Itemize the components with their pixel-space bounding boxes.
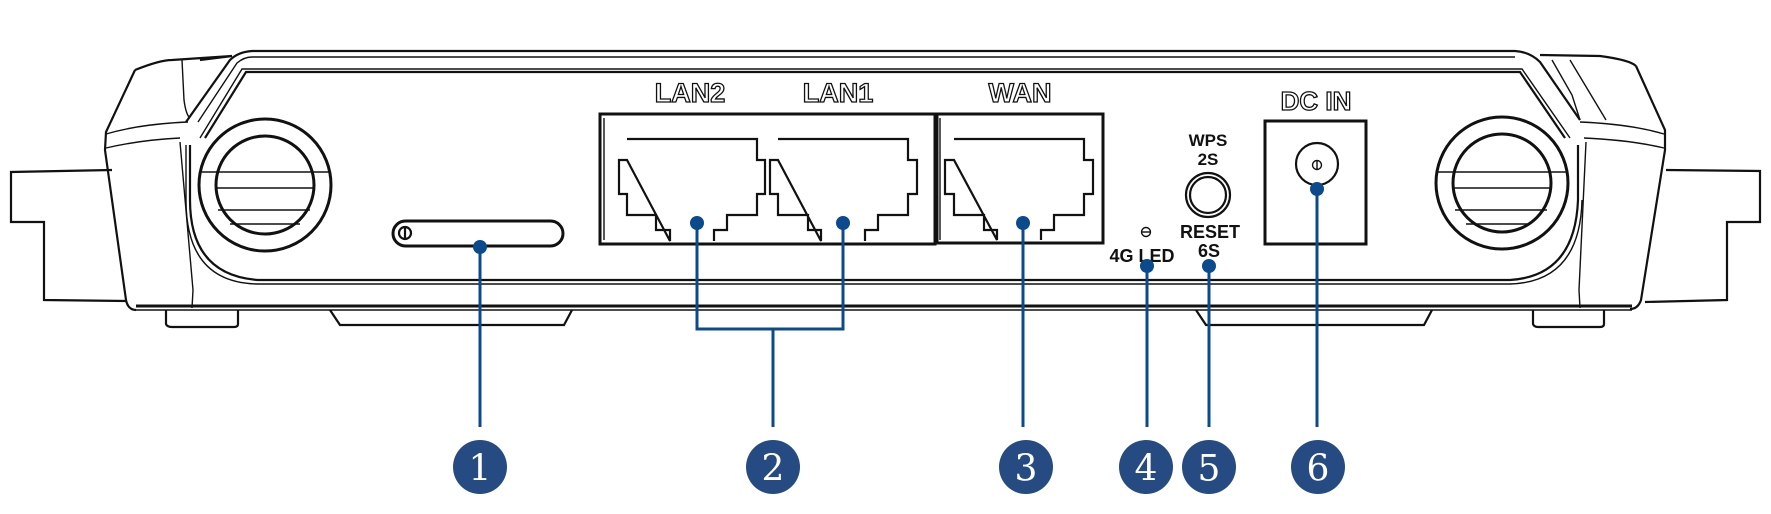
- leader-dot-6: [1310, 182, 1324, 196]
- leader-dot-2b: [836, 216, 850, 230]
- right-mount-tab: [1644, 168, 1762, 304]
- wan-port[interactable]: [943, 137, 1095, 241]
- device-body: [9, 49, 1762, 329]
- dc-in-label: DC IN: [1281, 86, 1352, 116]
- callout-leaders: [473, 182, 1324, 427]
- leader-dot-2a: [690, 216, 704, 230]
- left-mount-tab: [9, 168, 127, 303]
- inner-bezel: [204, 70, 1566, 139]
- right-vent: [1434, 115, 1570, 251]
- right-end-cap: [1539, 53, 1667, 311]
- reset-label: RESET: [1180, 222, 1240, 242]
- lan2-label: LAN2: [655, 78, 726, 108]
- 4g-led-indicator: [1140, 226, 1152, 238]
- wps-reset-button[interactable]: [1184, 171, 1232, 219]
- callout-number-3: 3: [1015, 449, 1038, 490]
- leader-dot-3: [1016, 216, 1030, 230]
- foot: [1531, 310, 1606, 329]
- callout-number-5: 5: [1198, 449, 1221, 490]
- callout-number-6: 6: [1307, 449, 1330, 490]
- leader-2: [695, 223, 845, 331]
- foot: [329, 309, 573, 327]
- top-edge: [185, 49, 1581, 123]
- wan-port-block: [935, 112, 1105, 245]
- wps-time-label: 2S: [1198, 150, 1219, 169]
- callout-number-4: 4: [1135, 449, 1158, 490]
- callout-number-2: 2: [762, 449, 785, 490]
- foot: [1195, 309, 1433, 327]
- wps-label: WPS: [1189, 131, 1228, 150]
- callout-number-1: 1: [469, 449, 492, 490]
- leader-dot-5: [1202, 259, 1216, 273]
- leader-dot-1: [473, 240, 487, 254]
- callout-badge-6: 6: [1291, 440, 1345, 494]
- callout-badge-4: 4: [1119, 440, 1173, 494]
- lan1-label: LAN1: [803, 78, 874, 108]
- reset-time-label: 6S: [1198, 241, 1220, 261]
- callout-badge-2: 2: [746, 440, 800, 494]
- callout-badge-5: 5: [1182, 440, 1236, 494]
- callout-badge-1: 1: [453, 440, 507, 494]
- leader-dot-4: [1140, 259, 1154, 273]
- lan1-port[interactable]: [768, 137, 919, 242]
- left-vent: [197, 117, 333, 253]
- lan2-port[interactable]: [617, 137, 767, 242]
- left-end-cap: [103, 54, 233, 312]
- foot: [164, 310, 240, 329]
- callout-badge-3: 3: [999, 440, 1053, 494]
- 4g-led-label: 4G LED: [1109, 246, 1174, 266]
- wan-label: WAN: [989, 78, 1052, 108]
- lan-port-block: [598, 112, 937, 246]
